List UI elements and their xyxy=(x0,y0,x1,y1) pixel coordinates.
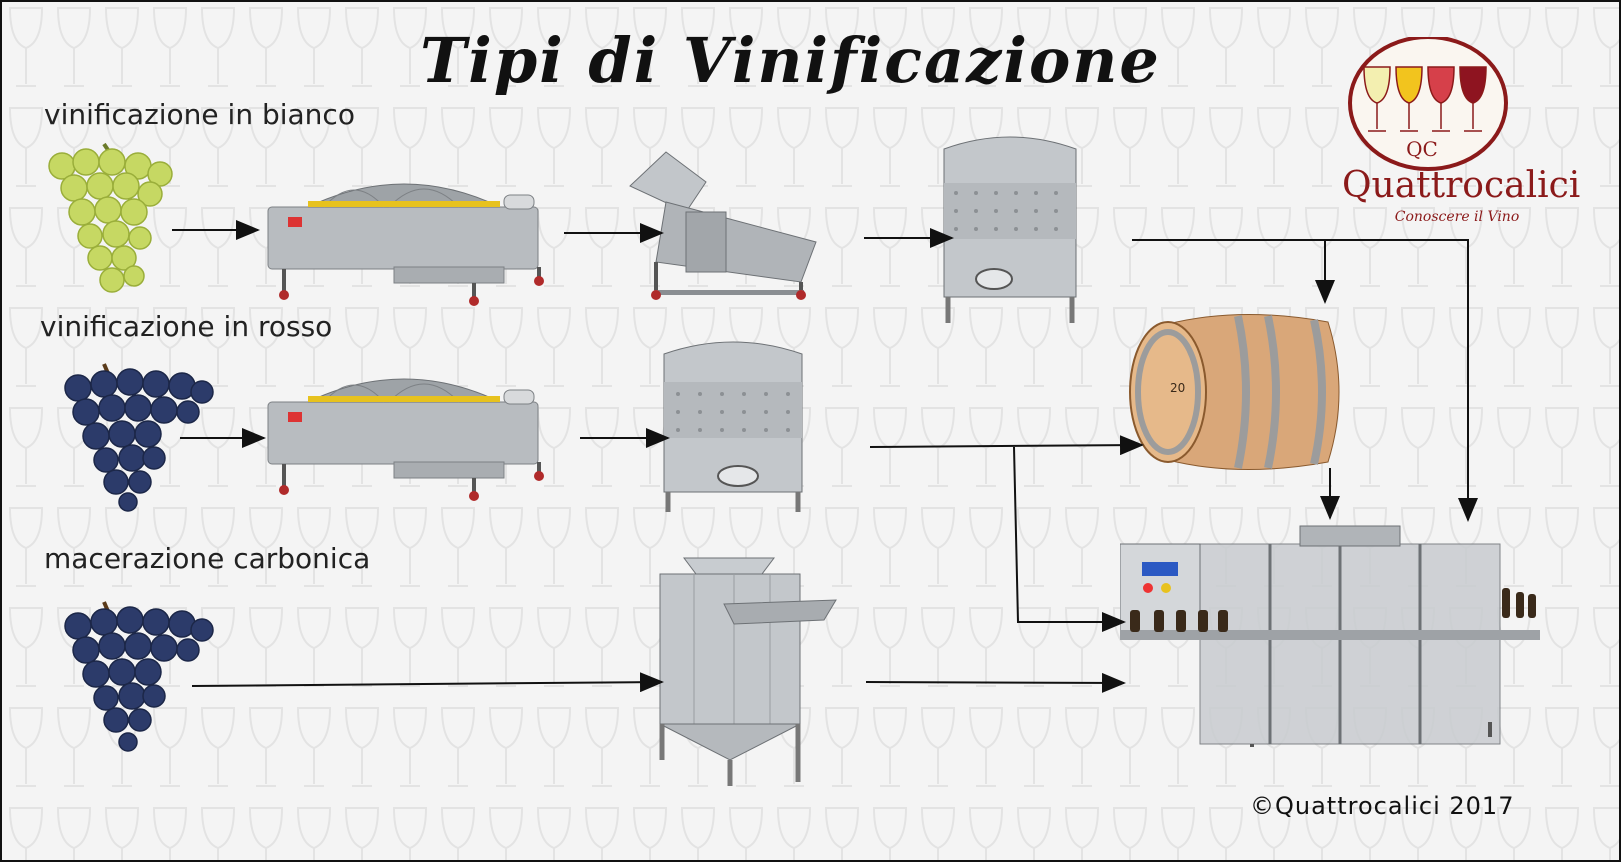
pneumatic-press-bianco xyxy=(264,167,559,307)
diagram-title: Tipi di Vinificazione xyxy=(420,24,1161,97)
arrow-tank-to-bottling-rosso xyxy=(1013,446,1126,632)
logo-name: Quattrocalici xyxy=(1342,165,1581,206)
logo-wine-glass-icon xyxy=(1363,66,1391,104)
carbonic-maceration-vat xyxy=(654,554,844,794)
row-label-bianco: vinificazione in bianco xyxy=(44,98,355,131)
logo-initials: QC xyxy=(1406,137,1438,161)
arrow-tank-to-bottling xyxy=(1132,239,1478,522)
quattrocalici-logo: QC Quattrocalici Conoscere il Vino xyxy=(1342,37,1581,227)
copyright-text: ©Quattrocalici 2017 xyxy=(1250,792,1515,820)
red-grape-bunch-carbonica-icon xyxy=(56,600,216,755)
bottling-machine xyxy=(1120,522,1540,747)
logo-wine-glass-icon xyxy=(1395,66,1423,104)
barrel-number: 20 xyxy=(1170,381,1185,395)
crusher-destemmer xyxy=(626,142,836,302)
row-label-carbonica: macerazione carbonica xyxy=(44,542,371,575)
arrow-tank-to-barrel-rosso xyxy=(869,435,1144,456)
steel-tank-bianco xyxy=(936,127,1084,327)
white-grape-bunch-icon xyxy=(42,142,177,297)
logo-tagline: Conoscere il Vino xyxy=(1394,209,1520,225)
row-label-rosso: vinificazione in rosso xyxy=(40,310,333,343)
arrow-vat-to-bottling xyxy=(865,672,1126,693)
arrow-grape-to-vat xyxy=(191,672,664,693)
oak-barrel: 20 xyxy=(1128,312,1353,472)
logo-wine-glass-icon xyxy=(1427,66,1455,104)
pneumatic-press-rosso xyxy=(264,362,559,502)
red-grape-bunch-rosso-icon xyxy=(56,362,216,512)
steel-tank-rosso xyxy=(658,332,808,517)
logo-wine-glass-icon xyxy=(1459,66,1487,104)
